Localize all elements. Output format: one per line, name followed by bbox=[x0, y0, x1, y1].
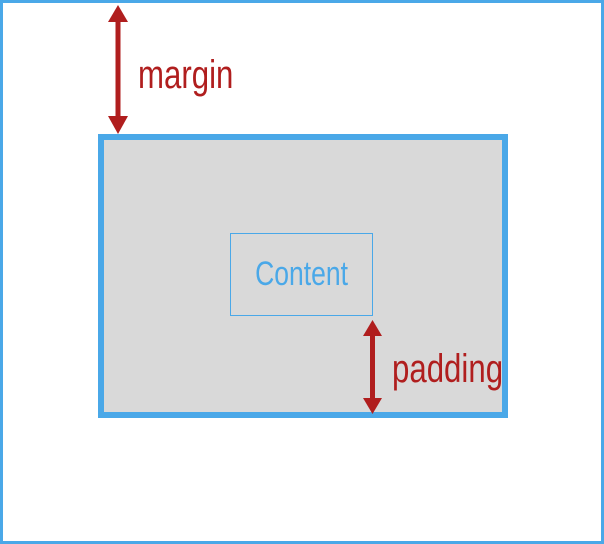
margin-arrow-icon bbox=[108, 5, 128, 134]
element-box bbox=[98, 134, 508, 418]
content-box: Content bbox=[230, 233, 373, 316]
padding-arrow-icon bbox=[363, 320, 382, 414]
margin-label: margin bbox=[138, 53, 234, 97]
padding-label: padding bbox=[392, 347, 504, 391]
content-label: Content bbox=[255, 255, 348, 293]
